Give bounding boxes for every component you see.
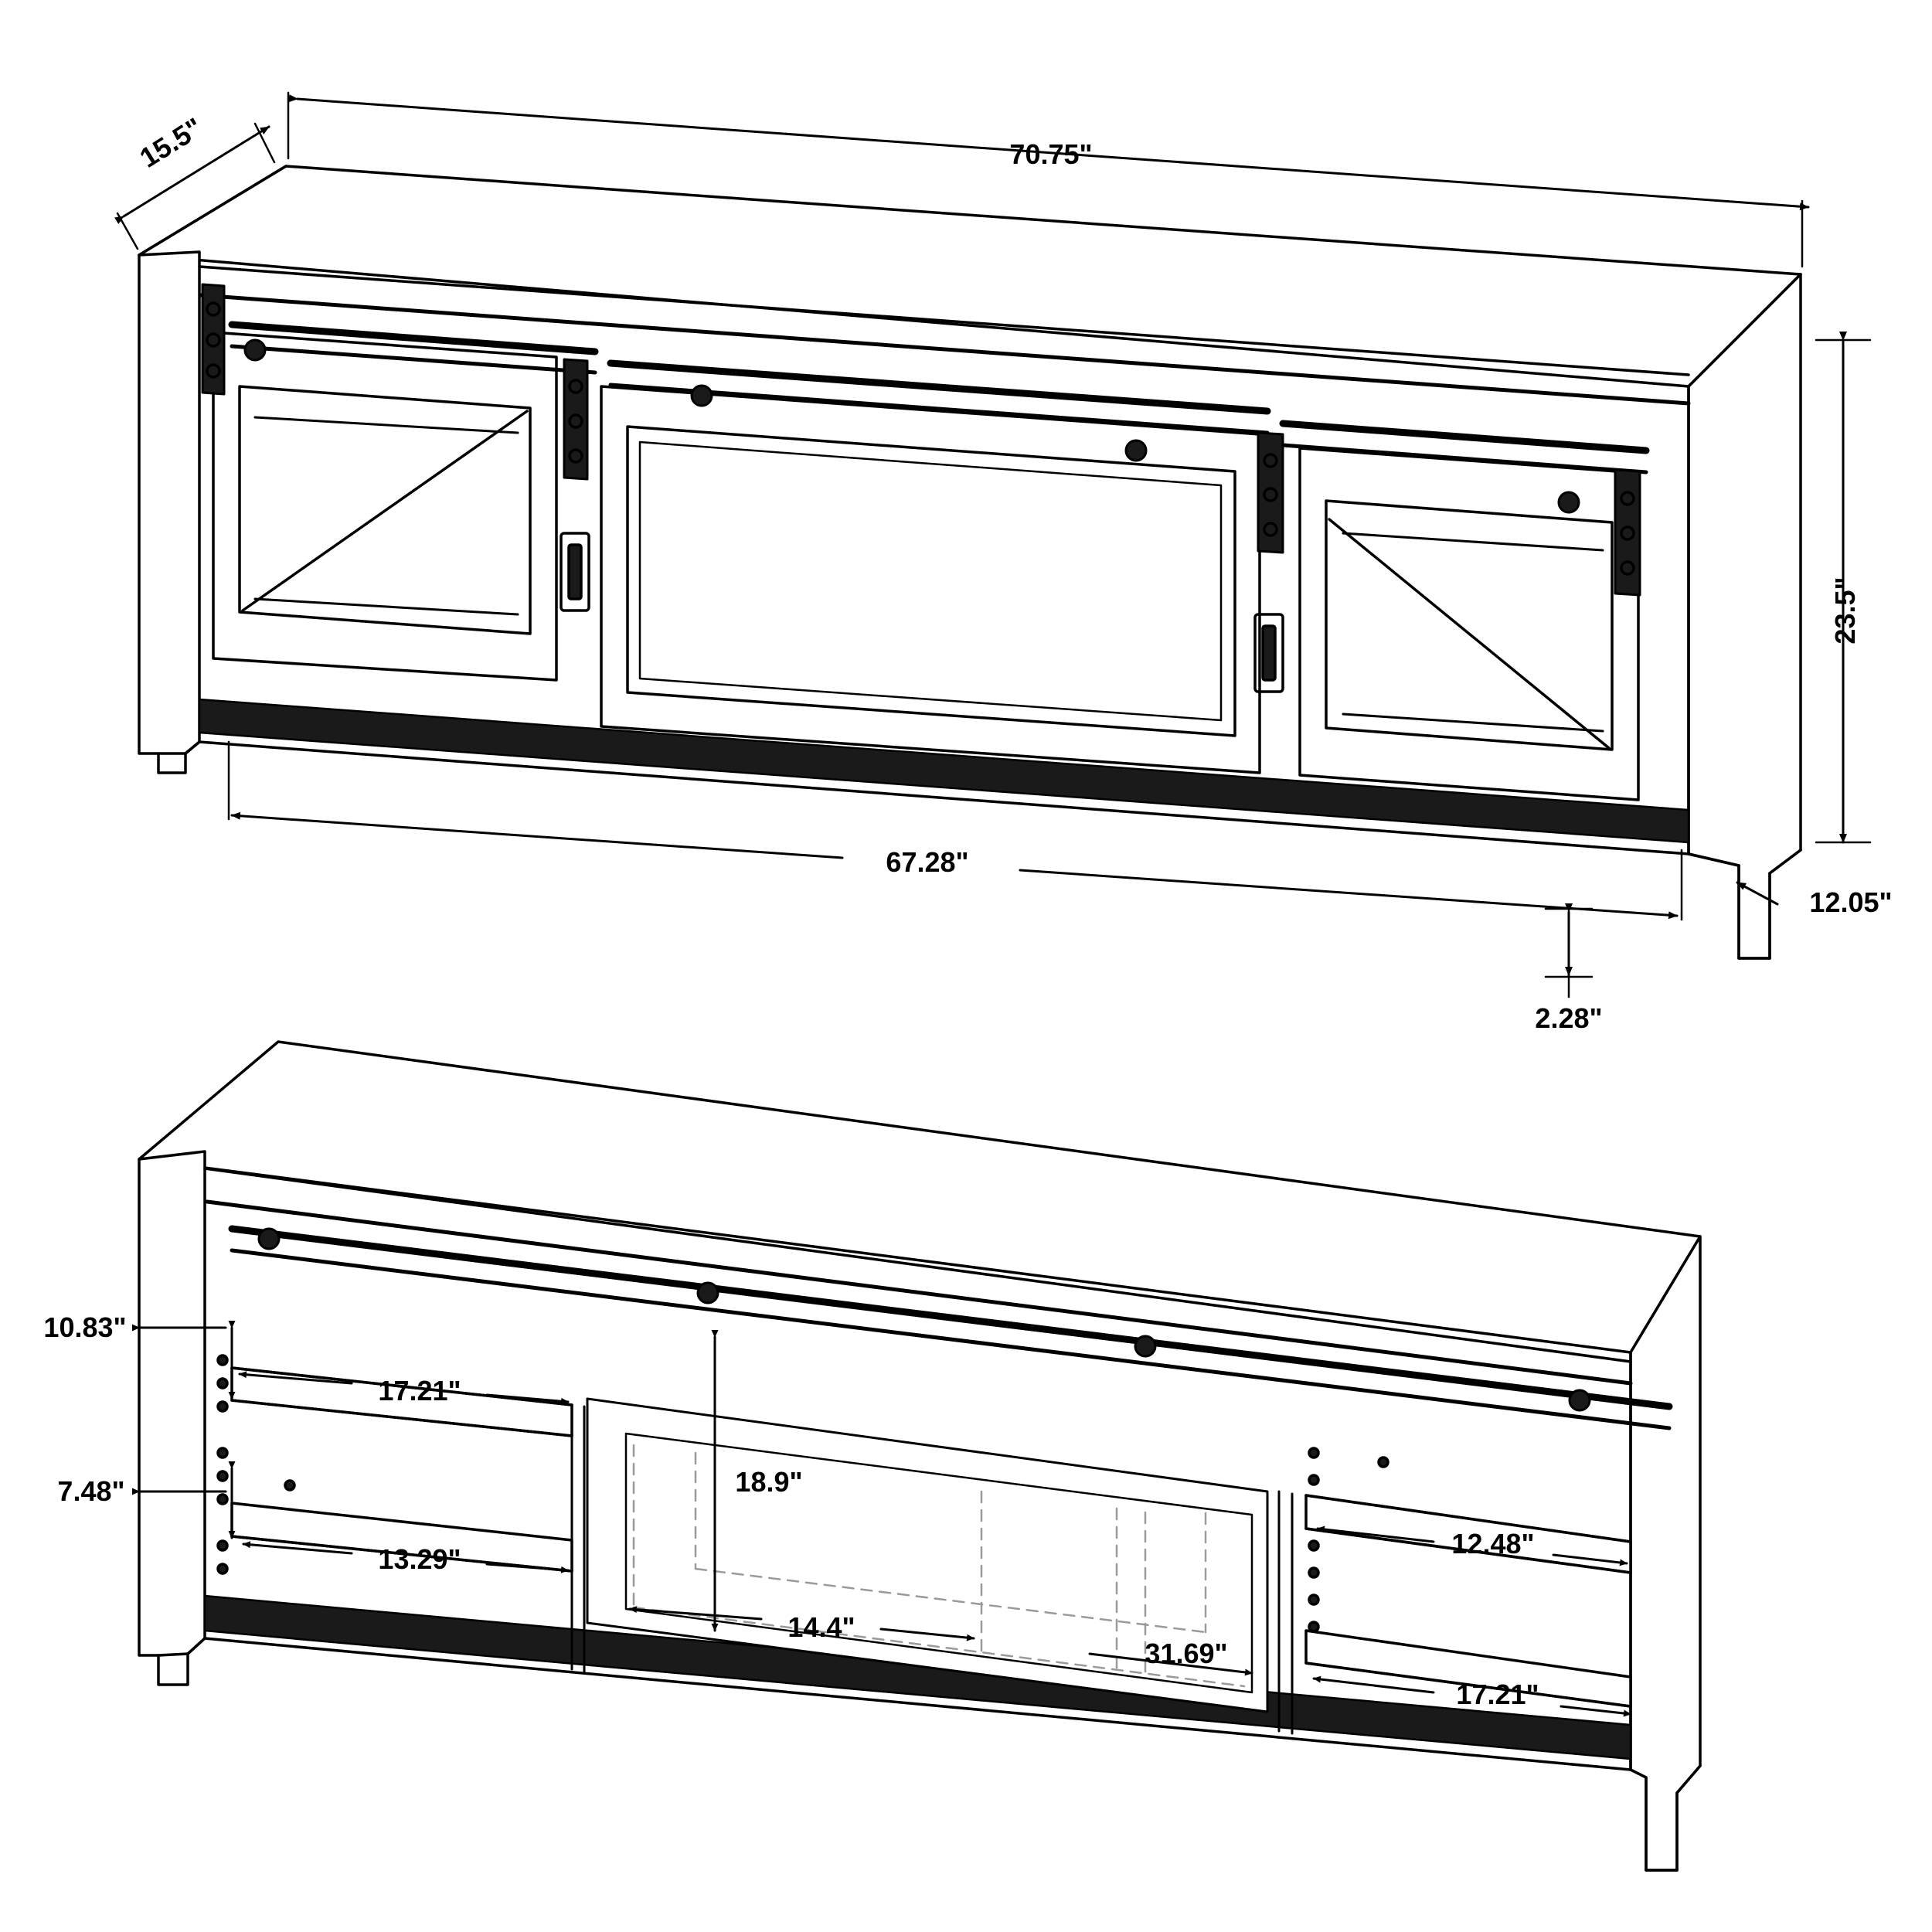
dim-label-18-9: 18.9"	[735, 1466, 802, 1498]
right-lower-shelf	[1304, 1629, 1632, 1708]
dim-label-depth: 15.5"	[134, 111, 209, 174]
right-divider	[1277, 1490, 1294, 1735]
dim-label-leg-height: 2.28"	[1535, 1002, 1602, 1034]
dim-label-7-48: 7.48"	[57, 1475, 124, 1507]
dim-label-17-21-right: 17.21"	[1456, 1679, 1539, 1710]
dim-label-14-4: 14.4"	[787, 1611, 855, 1643]
dim-height	[1815, 332, 1872, 844]
center-compartment	[586, 1397, 1269, 1713]
dim-label-height: 23.5"	[1829, 577, 1861, 644]
right-side-panel-closed	[1687, 273, 1802, 960]
roller-wheels-open	[257, 1227, 1591, 1412]
roller-wheels	[243, 338, 1580, 514]
cabinet-body-closed	[198, 265, 1690, 855]
right-barn-door	[1298, 447, 1640, 801]
right-shelf	[1304, 1494, 1632, 1574]
dim-10-83	[132, 1321, 236, 1400]
dim-7-48	[132, 1461, 236, 1539]
door-pull-right	[1253, 613, 1284, 693]
left-divider	[570, 1403, 586, 1675]
top-panel-open	[138, 1040, 1702, 1354]
dimension-labels: 70.75" 15.5" 23.5" 67.28" 2.28" 12.05" 1…	[43, 111, 1892, 1710]
bottom-rail-closed	[198, 698, 1690, 844]
dim-label-12-48: 12.48"	[1451, 1528, 1534, 1560]
dim-17-21-right	[1312, 1675, 1632, 1717]
dim-label-overall-width: 70.75"	[1009, 138, 1092, 170]
dim-12-48	[1316, 1526, 1628, 1566]
left-side-panel-open	[138, 1150, 206, 1686]
dim-label-13-29: 13.29"	[378, 1543, 461, 1575]
dim-label-10-83: 10.83"	[43, 1311, 126, 1343]
barn-door-track-center	[607, 359, 1271, 435]
left-barn-door	[212, 331, 558, 682]
dim-label-31-69: 31.69"	[1145, 1638, 1227, 1669]
dim-14-4	[628, 1606, 975, 1641]
cabinet-body-open	[203, 1167, 1632, 1771]
center-sliding-door	[600, 385, 1261, 774]
dim-overall-width	[287, 91, 1810, 268]
dim-leg-depth	[1736, 881, 1779, 906]
dim-label-leg-depth: 12.05"	[1809, 886, 1892, 918]
center-hidden-lines	[632, 1444, 1246, 1688]
barn-door-track-lower	[1279, 420, 1650, 474]
barn-door-track-upper	[228, 321, 599, 375]
door-pull-left	[560, 532, 590, 612]
top-apron-line	[199, 293, 1691, 406]
dim-depth	[114, 122, 276, 250]
dim-13-29	[242, 1541, 570, 1573]
dim-31-69	[1088, 1652, 1253, 1676]
left-side-panel-closed	[138, 250, 201, 774]
dim-leg-height	[1544, 903, 1594, 998]
dim-17-21-left	[238, 1371, 570, 1405]
hardware-bolts	[206, 301, 1635, 576]
barn-door-track-open	[205, 1199, 1673, 1430]
dim-label-17-21-left: 17.21"	[378, 1375, 461, 1406]
dim-label-base-width: 67.28"	[886, 846, 968, 878]
